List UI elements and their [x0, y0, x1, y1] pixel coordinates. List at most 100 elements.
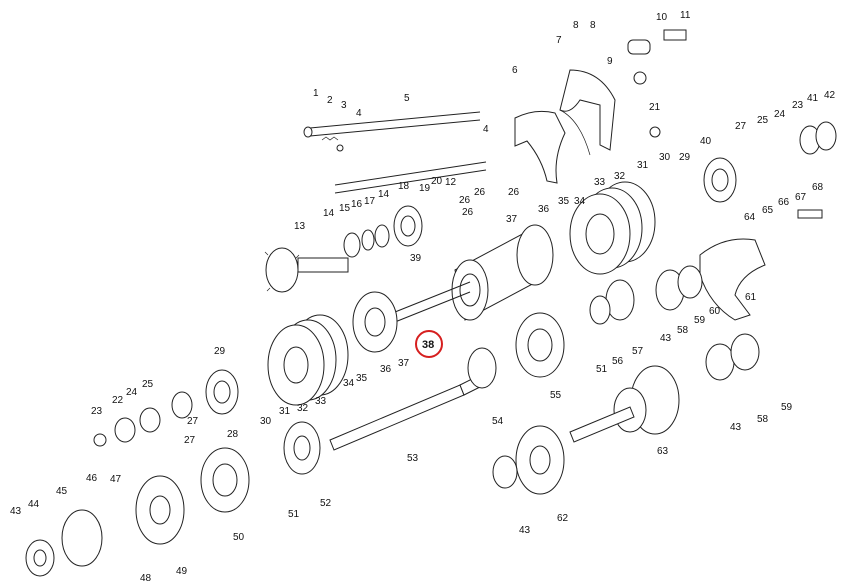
bearing-stack-14-17: [343, 224, 390, 258]
gear-18: [393, 205, 423, 247]
label-30: 30: [260, 416, 272, 427]
label-65: 65: [762, 205, 774, 216]
label-25: 25: [142, 379, 154, 390]
label-4: 4: [356, 108, 362, 119]
shift-fork-large: [514, 109, 591, 184]
label-15: 15: [339, 203, 351, 214]
label-9: 9: [607, 56, 613, 67]
label-6: 6: [512, 65, 518, 76]
label-17: 17: [364, 196, 376, 207]
synchro-55: [515, 312, 565, 378]
label-60: 60: [709, 306, 721, 317]
gear-28: [205, 369, 239, 415]
label-64: 64: [744, 212, 756, 223]
label-44: 44: [28, 499, 40, 510]
label-43d: 43: [10, 506, 22, 517]
label-16: 16: [351, 199, 363, 210]
label-23b: 23: [792, 100, 804, 111]
label-27c: 27: [187, 416, 199, 427]
hub-36: [352, 291, 398, 353]
label-68: 68: [812, 182, 824, 193]
label-58: 58: [677, 325, 689, 336]
washer-23-26: [93, 407, 161, 447]
label-5: 5: [404, 93, 410, 104]
bearing-27: [171, 391, 193, 419]
gear-62: [515, 425, 565, 495]
part-labels: 1 2 3 4 5 4 6 7 8 9 10 11 12 13 14 15 16…: [10, 10, 836, 584]
label-43a: 43: [660, 333, 672, 344]
label-53: 53: [407, 453, 419, 464]
label-41: 41: [807, 93, 819, 104]
shaft-38-sleeve: [394, 281, 471, 323]
label-54: 54: [492, 416, 504, 427]
label-31b: 31: [637, 160, 649, 171]
label-33b: 33: [594, 177, 606, 188]
label-12: 12: [445, 177, 457, 188]
label-20: 20: [431, 176, 443, 187]
label-40: 40: [700, 136, 712, 147]
label-8b: 8: [590, 20, 596, 31]
label-37: 37: [398, 358, 410, 369]
gear-63: [569, 365, 680, 443]
label-14: 14: [323, 208, 335, 219]
clutch-pack-33-lower: [267, 314, 349, 406]
label-50: 50: [233, 532, 245, 543]
input-gear-13: [264, 247, 349, 293]
label-29b: 29: [679, 152, 691, 163]
label-48: 48: [140, 573, 152, 584]
label-26a: 26: [459, 195, 471, 206]
highlight-ring: [415, 330, 443, 358]
label-8: 8: [573, 20, 579, 31]
detent-spring: [321, 136, 344, 152]
label-43b: 43: [730, 422, 742, 433]
label-13: 13: [294, 221, 306, 232]
label-32b: 32: [614, 171, 626, 182]
clutch-drum-39: [451, 224, 554, 321]
label-7: 7: [556, 35, 562, 46]
linkage-bracket: [627, 29, 687, 138]
label-43c: 43: [519, 525, 531, 536]
bearing-43-62: [492, 455, 518, 489]
label-35: 35: [356, 373, 368, 384]
label-10: 10: [656, 12, 668, 23]
label-51b: 51: [596, 364, 608, 375]
label-58b: 58: [757, 414, 769, 425]
label-36b: 36: [538, 204, 550, 215]
label-28: 28: [227, 429, 239, 440]
label-67: 67: [795, 192, 807, 203]
label-62: 62: [557, 513, 569, 524]
label-37b: 37: [506, 214, 518, 225]
label-11: 11: [680, 10, 691, 21]
bolt-68: [797, 209, 823, 219]
label-31: 31: [279, 406, 291, 417]
label-18: 18: [398, 181, 410, 192]
shift-rod-upper: [303, 111, 481, 138]
label-42: 42: [824, 90, 836, 101]
label-51: 51: [288, 509, 300, 520]
label-26b: 26: [474, 187, 486, 198]
label-59: 59: [694, 315, 706, 326]
label-24: 24: [126, 387, 138, 398]
label-52: 52: [320, 498, 332, 509]
shift-fork-rear: [559, 69, 616, 151]
label-59b: 59: [781, 402, 793, 413]
clutch-pack-33: [569, 181, 656, 275]
label-21: 21: [649, 102, 661, 113]
label-45: 45: [56, 486, 68, 497]
label-61: 61: [745, 292, 757, 303]
label-55: 55: [550, 390, 562, 401]
label-3: 3: [341, 100, 347, 111]
label-24b: 24: [774, 109, 786, 120]
label-63: 63: [657, 446, 669, 457]
label-39: 39: [410, 253, 422, 264]
label-25b: 25: [757, 115, 769, 126]
label-26c: 26: [508, 187, 520, 198]
label-14b: 14: [378, 189, 390, 200]
yoke-61: [699, 238, 766, 321]
label-34: 34: [343, 378, 355, 389]
shift-rod-lower: [334, 161, 487, 194]
label-1: 1: [313, 88, 319, 99]
gear-54: [467, 347, 497, 389]
gear-52: [283, 421, 321, 475]
